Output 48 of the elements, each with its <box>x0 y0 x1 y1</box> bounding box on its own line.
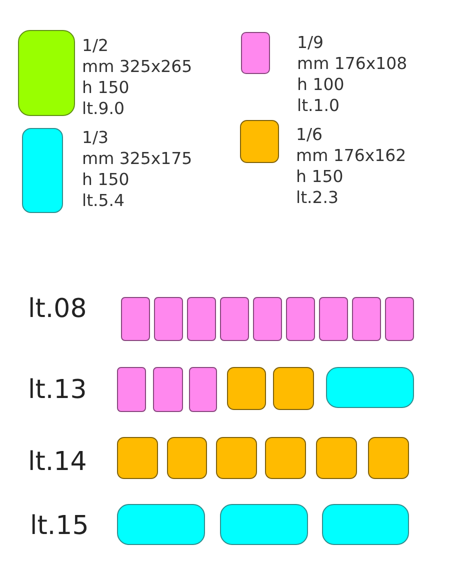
container-box <box>227 367 266 410</box>
size-label: 1/6 <box>296 124 323 145</box>
container-box <box>121 297 150 341</box>
container-box <box>167 437 207 479</box>
container-box <box>322 504 409 545</box>
row-label: lt.13 <box>28 375 87 405</box>
volume-label: lt.5.4 <box>82 190 125 211</box>
volume-label: lt.1.0 <box>297 94 340 116</box>
container-box <box>22 128 63 213</box>
dimension-label: mm 325x265 <box>82 56 192 76</box>
height-label: h 150 <box>82 169 130 190</box>
height-label: h 150 <box>82 76 130 98</box>
container-box <box>117 437 158 479</box>
size-label: 1/9 <box>297 32 324 52</box>
container-box <box>253 297 282 341</box>
container-box <box>326 367 414 408</box>
height-label: h 150 <box>296 166 344 187</box>
container-box <box>187 297 216 341</box>
row-label: lt.15 <box>30 511 89 541</box>
container-box <box>117 504 205 545</box>
container-box <box>319 297 348 341</box>
container-box <box>352 297 381 341</box>
dimension-label: mm 176x108 <box>297 52 408 74</box>
container-box <box>385 297 414 341</box>
container-box <box>117 367 146 412</box>
size-label: 1/3 <box>82 127 109 148</box>
row-label: lt.14 <box>28 447 87 477</box>
height-label: h 100 <box>297 74 344 94</box>
container-box <box>368 437 409 479</box>
container-box <box>220 297 249 341</box>
dimension-label: mm 325x175 <box>82 148 192 169</box>
size-label: 1/2 <box>82 34 109 56</box>
container-box <box>241 32 270 74</box>
container-box <box>273 367 314 410</box>
container-box <box>216 437 257 479</box>
container-box <box>286 297 315 341</box>
container-box <box>265 437 306 479</box>
container-box <box>18 30 75 116</box>
container-box <box>240 120 279 163</box>
container-box <box>316 437 357 479</box>
row-label: lt.08 <box>28 294 87 324</box>
dimension-label: mm 176x162 <box>296 145 406 166</box>
volume-label: lt.2.3 <box>296 187 339 208</box>
volume-label: lt.9.0 <box>82 98 125 118</box>
container-box <box>220 504 308 545</box>
container-box <box>189 367 217 412</box>
container-box <box>153 367 183 412</box>
container-box <box>154 297 183 341</box>
